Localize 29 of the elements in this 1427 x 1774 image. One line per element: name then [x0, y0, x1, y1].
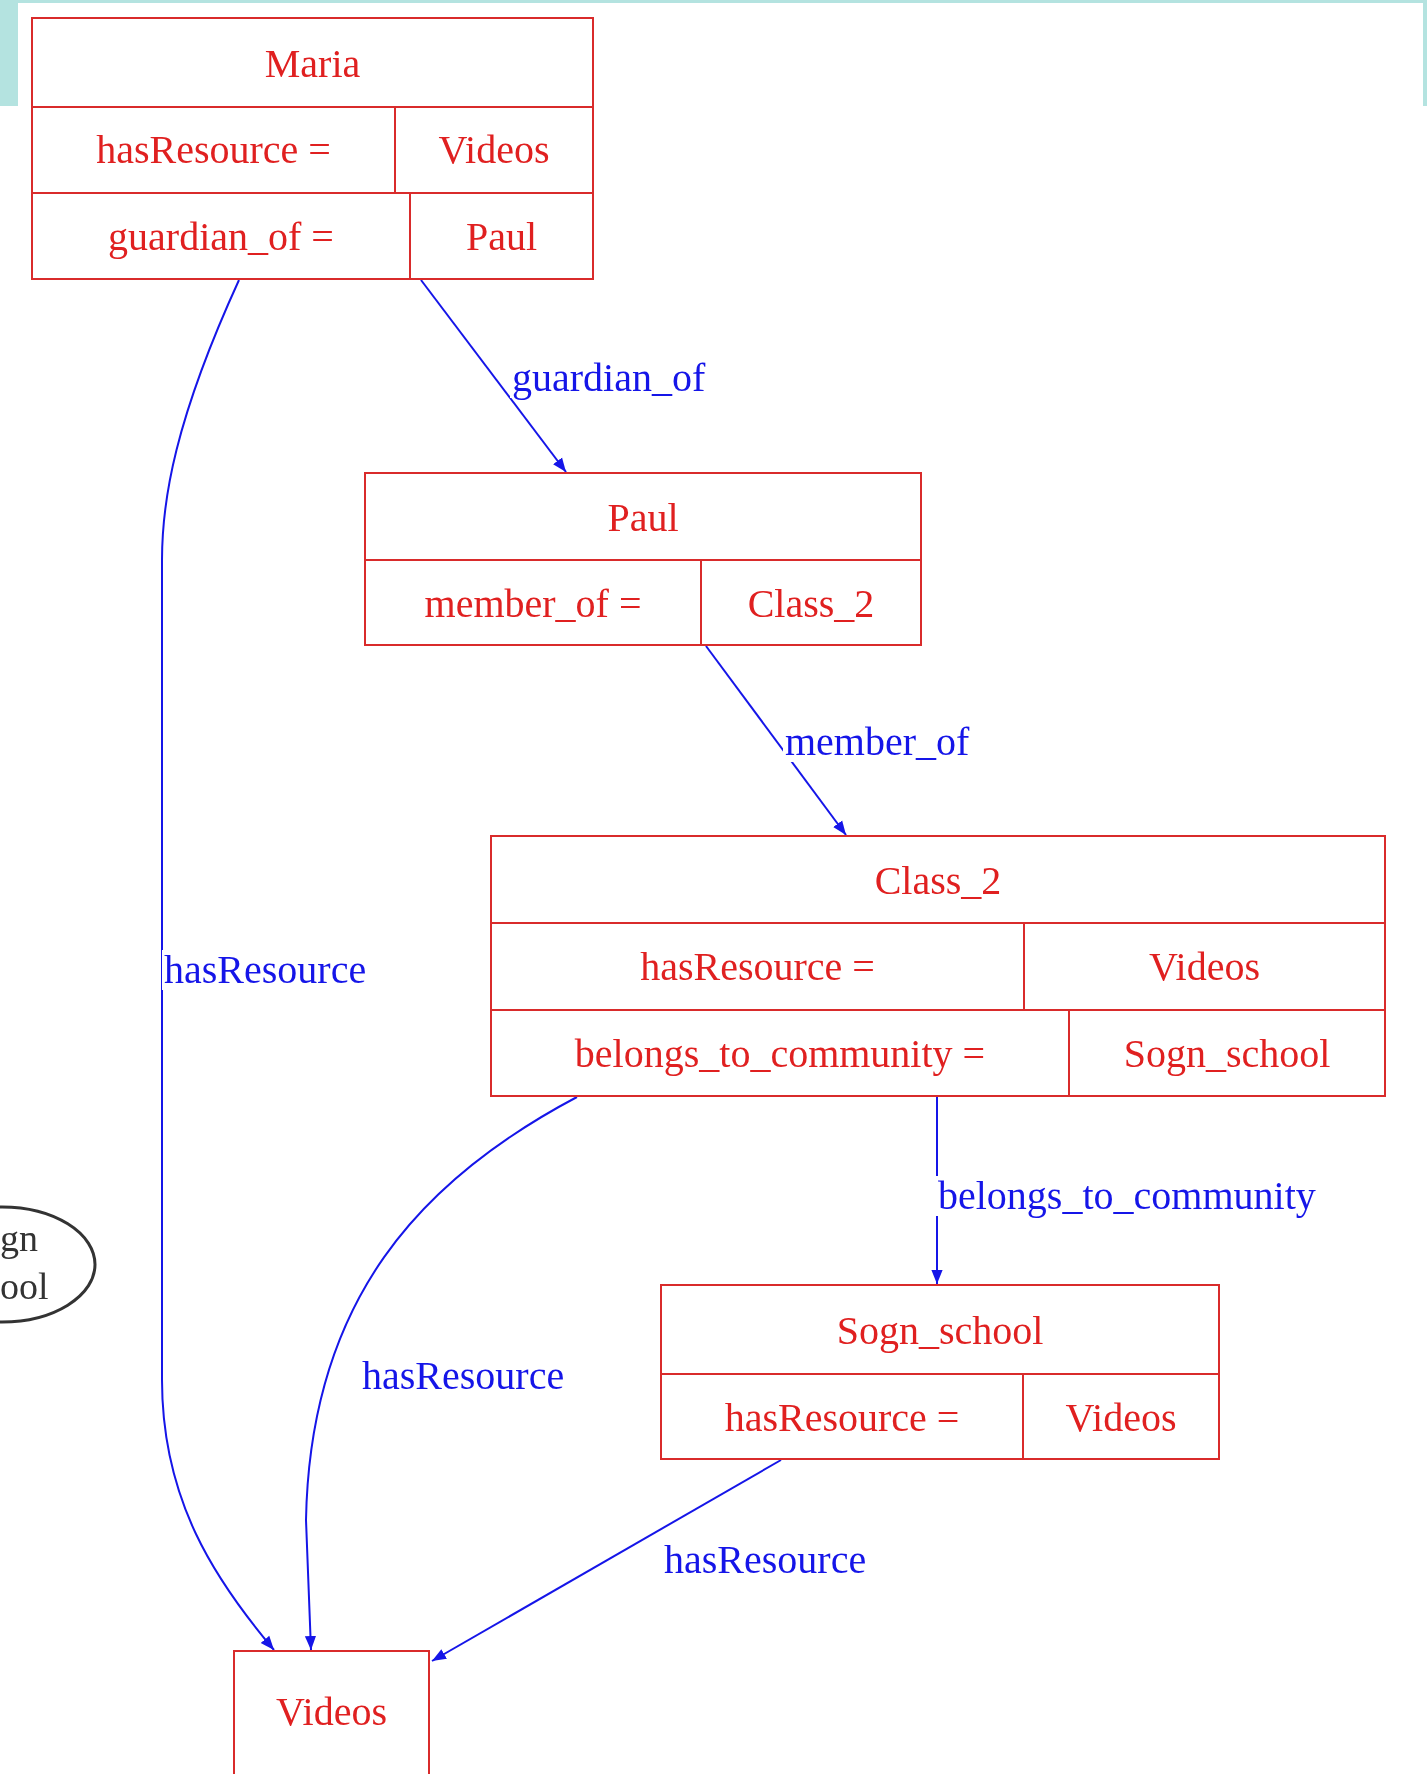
attribute-value: Sogn_school — [1123, 1034, 1331, 1074]
edge-label: belongs_to_community — [936, 1176, 1318, 1216]
record-table — [660, 1284, 1220, 1460]
table-header: Class_2 — [874, 860, 1002, 901]
arrow — [420, 279, 567, 473]
attribute-value: Videos — [438, 130, 550, 170]
attribute-name: belongs_to_community = — [574, 1034, 986, 1074]
attribute-name: hasResource = — [724, 1397, 960, 1438]
table-header: Sogn_school — [836, 1310, 1044, 1351]
table-header: Paul — [607, 497, 679, 538]
table-header: Maria — [264, 43, 361, 84]
attribute-name: hasResource = — [96, 130, 331, 170]
arrow — [705, 645, 847, 836]
attribute-name: hasResource = — [640, 946, 875, 987]
arrow — [431, 1459, 782, 1662]
attribute-value: Videos — [1065, 1397, 1177, 1438]
attribute-value: Class_2 — [747, 583, 875, 624]
record-table — [490, 835, 1386, 1097]
node-label: gn ool — [0, 1216, 50, 1309]
arrow — [161, 279, 275, 1651]
attribute-name: guardian_of = — [108, 217, 334, 257]
value-box — [233, 1650, 430, 1774]
arrow — [304, 1096, 578, 1651]
attribute-value: Paul — [465, 217, 538, 257]
value-text: Videos — [276, 1692, 387, 1736]
attribute-value: Videos — [1149, 946, 1260, 987]
record-table — [364, 472, 922, 646]
attribute-name: member_of = — [424, 583, 642, 624]
record-table — [31, 17, 594, 280]
